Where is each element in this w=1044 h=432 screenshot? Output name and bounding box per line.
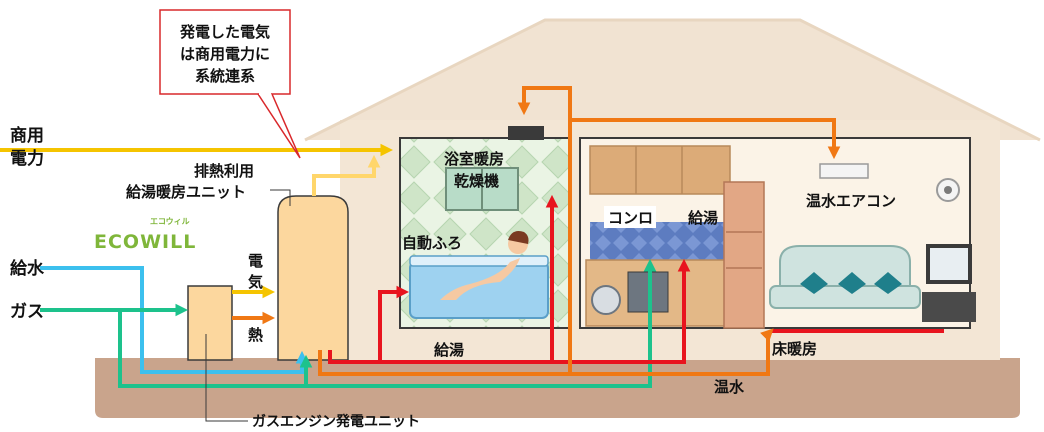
kitchen-cabinets bbox=[589, 145, 731, 195]
label-water-supply: 給水 bbox=[10, 258, 45, 279]
label-electricity-2: 気 bbox=[248, 273, 263, 291]
label-generator-unit: ガスエンジン発電ユニット bbox=[252, 413, 420, 428]
callout-line-2: は商用電力に bbox=[180, 45, 270, 63]
television bbox=[922, 244, 976, 322]
unit-electric-line bbox=[312, 154, 381, 196]
svg-text:エコウィル: エコウィル bbox=[150, 217, 190, 226]
bathtub bbox=[409, 261, 549, 319]
washing-machine bbox=[591, 285, 621, 315]
refrigerator bbox=[723, 181, 765, 329]
gas-branch-line bbox=[118, 258, 657, 388]
label-electricity-1: 電 bbox=[248, 252, 263, 270]
bather bbox=[440, 231, 529, 300]
warm-water-line bbox=[318, 328, 774, 376]
callout-box bbox=[159, 9, 291, 95]
callout-pointer bbox=[257, 93, 301, 159]
label-gas: ガス bbox=[10, 302, 44, 322]
bathroom-dryer-device bbox=[508, 126, 544, 140]
label-heat-unit-1: 排熱利用 bbox=[194, 162, 254, 180]
generator-unit-leader bbox=[205, 334, 248, 422]
label-hot-water-supply: 給湯 bbox=[434, 341, 464, 359]
label-bathroom-dryer-2: 乾燥機 bbox=[454, 172, 499, 190]
kitchen-backsplash bbox=[590, 222, 730, 260]
label-grid-power-1: 商用 bbox=[10, 125, 44, 146]
label-auto-bath: 自動ふろ bbox=[402, 234, 462, 252]
label-hot-water-ac: 温水エアコン bbox=[806, 192, 896, 210]
label-stove: コンロ bbox=[608, 209, 653, 227]
label-warm-water: 温水 bbox=[714, 378, 745, 396]
label-floor-heating: 床暖房 bbox=[772, 340, 817, 358]
label-heat: 熱 bbox=[248, 326, 263, 344]
bathtub-rim bbox=[409, 255, 549, 267]
label-kitchen-hot-water: 給湯 bbox=[688, 209, 718, 227]
callout-line-1: 発電した電気 bbox=[179, 23, 270, 41]
warm-water-riser bbox=[517, 86, 572, 374]
generator-unit-box bbox=[187, 285, 233, 361]
label-stove-bg bbox=[604, 206, 656, 228]
hot-water-ac-unit bbox=[819, 163, 869, 179]
hot-water-bath-line bbox=[378, 285, 410, 362]
warm-water-ac-line bbox=[570, 118, 841, 160]
callout-line-3: 系統連系 bbox=[195, 67, 255, 85]
heat-unit-box bbox=[277, 195, 349, 361]
sofa bbox=[769, 245, 921, 309]
label-grid-power-2: 電力 bbox=[10, 148, 44, 169]
label-heat-unit-2: 給湯暖房ユニット bbox=[126, 183, 246, 201]
hot-water-supply-line bbox=[328, 258, 691, 364]
label-bathroom-dryer-1: 浴室暖房 bbox=[444, 150, 504, 168]
roof-edge bbox=[304, 18, 1041, 142]
svg-text:ECOWILL: ECOWILL bbox=[94, 231, 196, 253]
house-roof bbox=[305, 20, 1040, 140]
ecowill-logo: ECOWILL エコウィル bbox=[94, 217, 196, 253]
heat-unit-leader bbox=[270, 189, 291, 206]
wall-clock bbox=[936, 178, 960, 202]
